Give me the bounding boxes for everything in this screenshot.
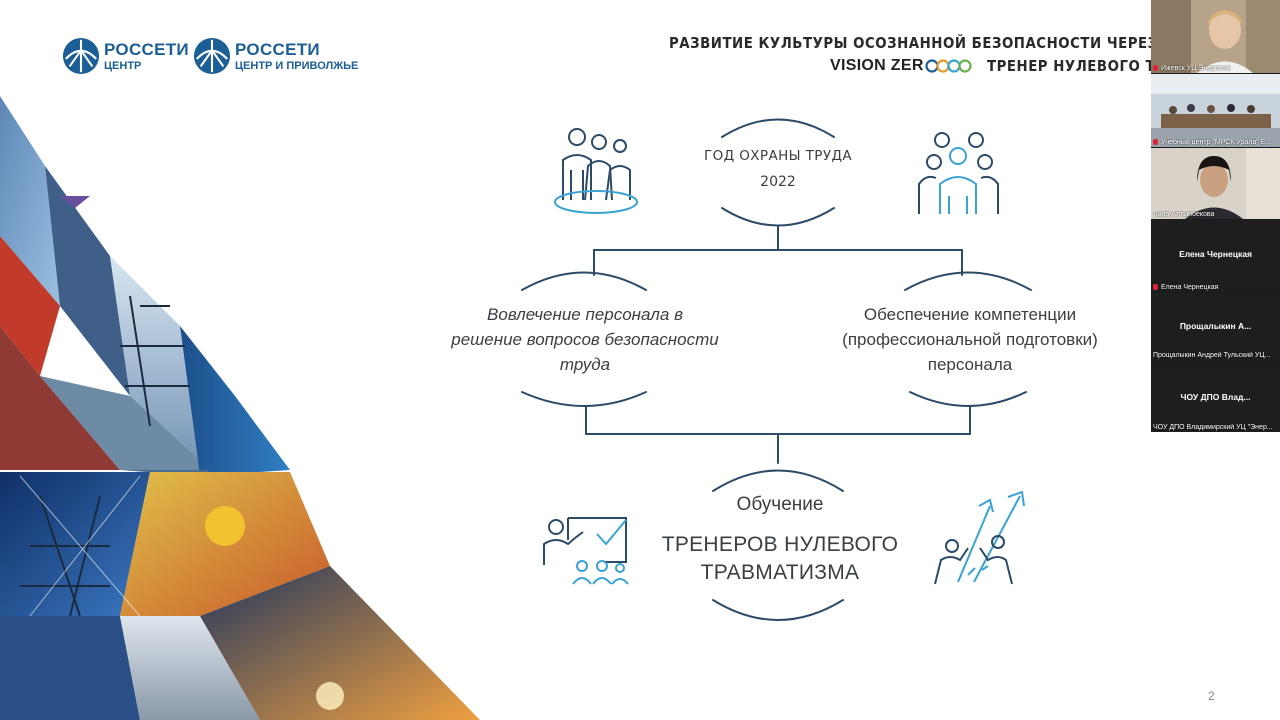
competence-line: (профессиональной подготовки) xyxy=(842,330,1098,349)
participant-tile-no-video[interactable]: Прощалыкин А... Прощалыкин Андрей Тульск… xyxy=(1151,293,1280,363)
slide-subtitle: ТРЕНЕР НУЛЕВОГО ТРА xyxy=(986,57,1176,75)
page-number: 2 xyxy=(1208,689,1215,703)
competence-line: Обеспечение компетенции xyxy=(863,305,1077,324)
logo-sub: ЦЕНТР И ПРИВОЛЖЬЕ xyxy=(235,59,359,72)
training-title: Обучение xyxy=(736,494,824,515)
microphone-muted-icon xyxy=(1153,284,1158,291)
vision-zero-row: VISION ZER ТРЕНЕР НУЛЕВОГО ТРА xyxy=(830,57,1207,75)
training-line: ТРЕНЕРОВ НУЛЕВОГО xyxy=(661,533,899,556)
logo-sub: ЦЕНТР xyxy=(104,59,142,72)
participant-title: Елена Чернецкая xyxy=(1179,249,1252,259)
participant-name: Учебный центр "МРСК Урала" Е... xyxy=(1153,139,1271,146)
year-number: 2022 xyxy=(760,174,796,190)
photo-collage xyxy=(0,96,480,720)
growth-arrows-icon xyxy=(934,490,1025,585)
competence-text: Обеспечение компетенции (профессионально… xyxy=(805,302,1135,377)
engagement-line: Вовлечение персонала в xyxy=(487,305,683,324)
engagement-text: Вовлечение персонала в решение вопросов … xyxy=(420,302,750,377)
microphone-muted-icon xyxy=(1153,139,1158,146)
participant-video-tile[interactable]: Ижевск УЦ Энергетик xyxy=(1151,0,1280,73)
slide-title: РАЗВИТИЕ КУЛЬТУРЫ ОСОЗНАННОЙ БЕЗОПАСНОСТ… xyxy=(669,34,1158,52)
team-icon xyxy=(918,132,999,214)
participant-name: Лана Алтынбекова xyxy=(1153,211,1215,218)
participant-video xyxy=(1151,74,1280,147)
participant-tile-no-video[interactable]: Елена Чернецкая Елена Чернецкая xyxy=(1151,220,1280,292)
participant-name: Елена Чернецкая xyxy=(1153,284,1218,291)
participant-name: Ижевск УЦ Энергетик xyxy=(1153,65,1231,72)
presentation-icon xyxy=(543,517,629,585)
rosseti-logo-icon xyxy=(193,37,231,75)
participant-title: Прощалыкин А... xyxy=(1179,321,1252,331)
year-title: ГОД ОХРАНЫ ТРУДА xyxy=(703,148,853,164)
training-line: ТРАВМАТИЗМА xyxy=(700,561,860,584)
video-participants-panel: Ижевск УЦ Энергетик Учебный центр "МРСК … xyxy=(1151,0,1280,432)
logo-name: РОССЕТИ xyxy=(235,39,320,59)
participant-title: ЧОУ ДПО Влад... xyxy=(1180,392,1251,402)
participant-video xyxy=(1151,0,1280,73)
microphone-muted-icon xyxy=(1153,65,1158,72)
engagement-line: решение вопросов безопасности xyxy=(451,330,719,349)
logo-rosseti-volga: РОССЕТИ ЦЕНТР И ПРИВОЛЖЬЕ xyxy=(193,36,358,76)
competence-line: персонала xyxy=(927,355,1013,374)
participant-name: ЧОУ ДПО Владимирский УЦ "Энер... xyxy=(1153,424,1273,431)
vision-zero-rings-icon xyxy=(925,59,972,73)
participant-video-tile[interactable]: Лана Алтынбекова xyxy=(1151,148,1280,219)
training-subtitle: ТРЕНЕРОВ НУЛЕВОГО ТРАВМАТИЗМА xyxy=(630,531,930,587)
engagement-line: труда xyxy=(559,355,611,374)
rosseti-logo-icon xyxy=(62,37,100,75)
logo-name: РОССЕТИ xyxy=(104,39,189,59)
participant-video-tile[interactable]: Учебный центр "МРСК Урала" Е... xyxy=(1151,74,1280,147)
vision-zero-text: VISION ZER xyxy=(830,57,924,74)
logo-rosseti-center: РОССЕТИ ЦЕНТР xyxy=(62,36,189,76)
participant-video xyxy=(1151,148,1280,219)
group-icon xyxy=(554,128,638,214)
participant-tile-no-video[interactable]: ЧОУ ДПО Влад... ЧОУ ДПО Владимирский УЦ … xyxy=(1151,364,1280,432)
participant-name: Прощалыкин Андрей Тульский УЦ... xyxy=(1153,352,1271,359)
